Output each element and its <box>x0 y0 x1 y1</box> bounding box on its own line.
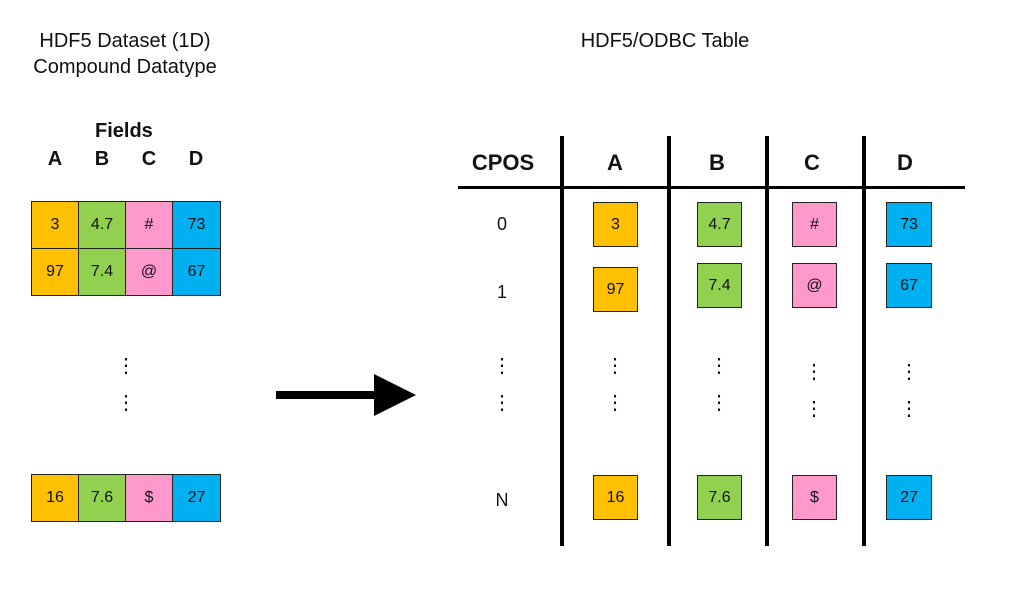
arrow-head <box>374 374 416 416</box>
table-cell-b: 7.4 <box>697 263 742 308</box>
dataset-ellipsis: ⋮ <box>116 355 136 377</box>
dataset-cell-b: 4.7 <box>78 201 126 249</box>
dataset-cell-d: 67 <box>172 248 221 296</box>
table-cell-d: 67 <box>886 263 932 308</box>
table-cell-a: 16 <box>593 475 638 520</box>
column-divider <box>765 136 769 546</box>
table-cell-c: $ <box>792 475 837 520</box>
table-ellipsis: ⋮ <box>605 355 625 377</box>
column-header-b: B <box>709 150 725 175</box>
table-ellipsis: ⋮ <box>709 355 729 377</box>
dataset-cell-c: $ <box>125 474 173 522</box>
dataset-cell-d: 27 <box>172 474 221 522</box>
table-cell-d: 27 <box>886 475 932 520</box>
table-ellipsis: ⋮ <box>605 392 625 414</box>
dataset-title: HDF5 Dataset (1D) Compound Datatype <box>0 28 250 80</box>
table-ellipsis: ⋮ <box>709 392 729 414</box>
field-name-d: D <box>188 148 204 170</box>
fields-label: Fields <box>95 120 153 142</box>
column-header-a: A <box>607 150 623 175</box>
table-cell-b: 7.6 <box>697 475 742 520</box>
dataset-cell-a: 16 <box>31 474 79 522</box>
table-cell-a: 3 <box>593 202 638 247</box>
column-header-c: C <box>804 150 820 175</box>
dataset-cell-a: 3 <box>31 201 79 249</box>
header-divider <box>458 186 965 189</box>
arrow-shaft <box>276 391 376 399</box>
table-ellipsis: ⋮ <box>899 398 919 420</box>
column-divider <box>862 136 866 546</box>
table-ellipsis: ⋮ <box>492 392 512 414</box>
table-cell-c: # <box>792 202 837 247</box>
table-ellipsis: ⋮ <box>899 361 919 383</box>
cpos-value: 1 <box>496 282 507 302</box>
column-divider <box>560 136 564 546</box>
field-name-a: A <box>47 148 63 170</box>
dataset-cell-a: 97 <box>31 248 79 296</box>
cpos-value: N <box>495 490 509 510</box>
field-name-b: B <box>94 148 110 170</box>
column-header-cpos: CPOS <box>471 150 535 175</box>
table-cell-d: 73 <box>886 202 932 247</box>
dataset-cell-d: 73 <box>172 201 221 249</box>
dataset-cell-c: # <box>125 201 173 249</box>
table-ellipsis: ⋮ <box>804 398 824 420</box>
table-cell-c: @ <box>792 263 837 308</box>
table-cell-a: 97 <box>593 267 638 312</box>
dataset-cell-c: @ <box>125 248 173 296</box>
column-divider <box>667 136 671 546</box>
field-name-c: C <box>141 148 157 170</box>
dataset-ellipsis: ⋮ <box>116 392 136 414</box>
column-header-d: D <box>897 150 913 175</box>
dataset-cell-b: 7.6 <box>78 474 126 522</box>
table-title: HDF5/ODBC Table <box>580 30 750 52</box>
dataset-cell-b: 7.4 <box>78 248 126 296</box>
cpos-value: 0 <box>496 214 507 234</box>
table-ellipsis: ⋮ <box>492 355 512 377</box>
table-ellipsis: ⋮ <box>804 361 824 383</box>
dataset-title-line1: HDF5 Dataset (1D) <box>39 30 211 52</box>
table-cell-b: 4.7 <box>697 202 742 247</box>
dataset-title-line2: Compound Datatype <box>33 56 217 78</box>
